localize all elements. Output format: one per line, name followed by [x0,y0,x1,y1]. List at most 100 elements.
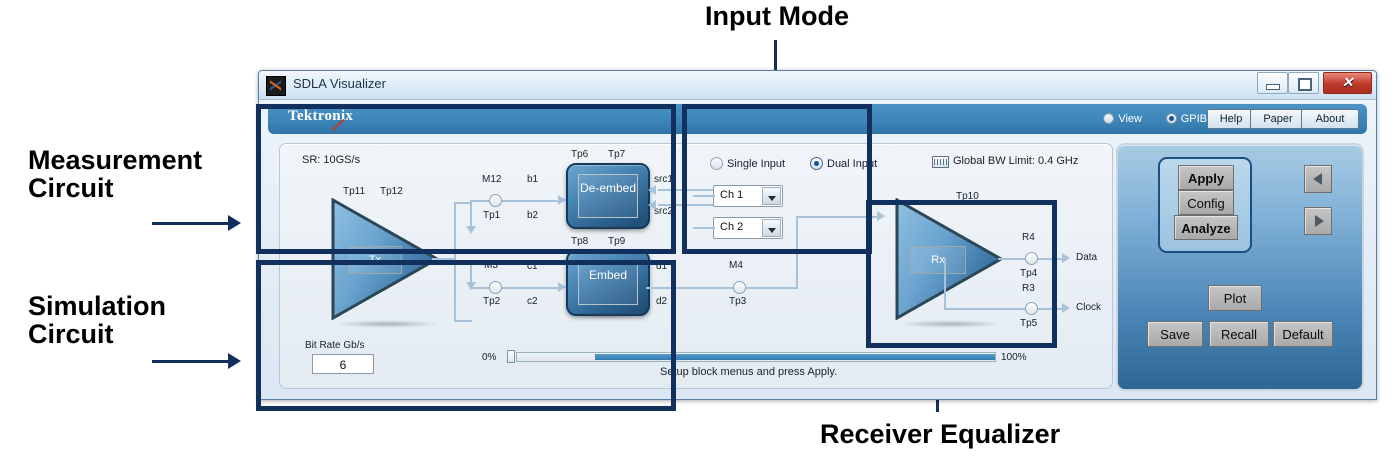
maximize-icon [1298,78,1312,91]
chevron-down-icon-ch2[interactable] [762,219,781,237]
rx-amplifier-block[interactable]: Rx [894,198,1004,320]
chevron-down-icon-ch1[interactable] [762,187,781,205]
close-icon: ✕ [1341,74,1354,90]
recall-button[interactable]: Recall [1209,321,1269,347]
annotation-input-mode-arrow-line [774,40,777,92]
wire-tx-up-drop [470,202,472,227]
wire-tx-up-arrow [466,226,476,234]
config-button[interactable]: Config [1178,190,1234,215]
apply-button-group: Apply Config Analyze [1158,157,1252,253]
wire-ch1-in [693,195,715,197]
wire-m3-out [502,287,562,289]
c2-label: c2 [527,296,538,307]
embed-block[interactable]: Embed [566,250,650,316]
channel-2-dropdown[interactable]: Ch 2 [713,217,783,239]
tx-amplifier-block[interactable]: Tx [330,198,440,320]
wire-src1 [658,189,726,191]
wire-m12-in [470,200,496,202]
radio-single-input-label: Single Input [727,158,786,170]
annotation-measurement-arrow-head [228,215,241,231]
r4-label: R4 [1022,232,1035,243]
tx-tp11-label: Tp11 [343,186,366,197]
de-embed-caption: De-embed [578,174,638,218]
next-button[interactable] [1304,207,1332,235]
radio-view-label: View [1118,113,1142,125]
plot-button[interactable]: Plot [1208,285,1262,311]
tp4-circle[interactable] [1025,252,1038,265]
src1-label: src1 [654,174,673,185]
maximize-button[interactable] [1288,72,1319,94]
apply-button[interactable]: Apply [1178,165,1234,190]
r3-label: R3 [1022,283,1035,294]
b2-label: b2 [527,210,539,221]
about-button[interactable]: About [1301,109,1359,129]
sdla-visualizer-window: SDLA Visualizer ✕ Tektronix View GPIB He… [258,70,1377,400]
radio-view[interactable]: View [1103,113,1142,126]
block-diagram-panel: SR: 10GS/s Tp11 Tp12 Tx [279,143,1113,389]
tp1-circle[interactable] [489,194,502,207]
save-button[interactable]: Save [1147,321,1203,347]
help-button[interactable]: Help [1207,109,1255,129]
clock-output-label: Clock [1076,302,1102,313]
tx-caption: Tx [348,246,402,274]
m3-label: M3 [484,260,498,271]
radio-gpib-dot [1165,113,1177,124]
tp3-circle[interactable] [733,281,746,294]
tx-triangle-icon [331,198,440,320]
wire-d-out [646,287,738,289]
tp1-label: Tp1 [483,210,501,221]
close-button[interactable]: ✕ [1323,72,1372,94]
wire-m12-out-arrow [558,195,566,205]
radio-single-input[interactable]: Single Input [710,157,785,171]
radio-gpib[interactable]: GPIB [1165,113,1207,126]
next-arrow-icon [1315,215,1324,227]
tp4-label: Tp4 [1020,268,1038,279]
radio-view-dot [1103,113,1115,124]
wire-ch2-in [693,227,715,229]
wire-src2-arrow [648,200,656,210]
wire-m4-rx-arrow [877,211,885,221]
progress-min-label: 0% [482,352,497,363]
rx-shadow [898,320,1003,328]
status-message: Setup block menus and press Apply. [660,366,838,378]
analyze-button[interactable]: Analyze [1174,215,1238,240]
channel-1-dropdown[interactable]: Ch 1 [713,185,783,207]
matlab-icon [266,76,286,96]
annotation-simulation-arrow-head [228,353,241,369]
bit-rate-input[interactable]: 6 [312,354,374,374]
tp5-label: Tp5 [1020,318,1038,329]
annotation-simulation-circuit: Simulation Circuit [28,291,167,350]
global-bw-limit-label: Global BW Limit: 0.4 GHz [953,155,1079,167]
wire-m4-to-rx [796,216,882,218]
progress-bar-fill [595,354,995,360]
wire-m4-up [796,216,798,288]
annotation-input-mode: Input Mode [705,1,849,31]
tp2-circle[interactable] [489,281,502,294]
radio-single-input-dot [710,157,723,170]
data-output-label: Data [1076,252,1098,263]
embed-shadow [570,312,646,319]
wire-tx-out [432,258,456,260]
window-title: SDLA Visualizer [293,76,386,91]
channel-1-value: Ch 1 [720,189,744,201]
c1-label: c1 [527,261,538,272]
minimize-button[interactable] [1257,72,1288,94]
radio-dual-input[interactable]: Dual Input [810,157,877,171]
radio-dual-input-label: Dual Input [827,158,878,170]
de-embed-block[interactable]: De-embed [566,163,650,229]
bandwidth-icon[interactable] [932,156,949,168]
default-button[interactable]: Default [1273,321,1333,347]
tp5-circle[interactable] [1025,302,1038,315]
wire-clock-arrow [1062,303,1070,313]
d1-label: d1 [656,261,668,272]
progress-bar-track [516,352,996,362]
prev-button[interactable] [1304,165,1332,193]
paper-button[interactable]: Paper [1250,109,1306,129]
wire-tx-up [454,202,456,260]
bit-rate-label: Bit Rate Gb/s [305,340,365,351]
m12-label: M12 [482,174,502,185]
progress-thumb[interactable] [507,350,515,363]
wire-src2 [658,204,726,206]
m4-label: M4 [729,260,743,271]
embed-caption: Embed [578,261,638,305]
